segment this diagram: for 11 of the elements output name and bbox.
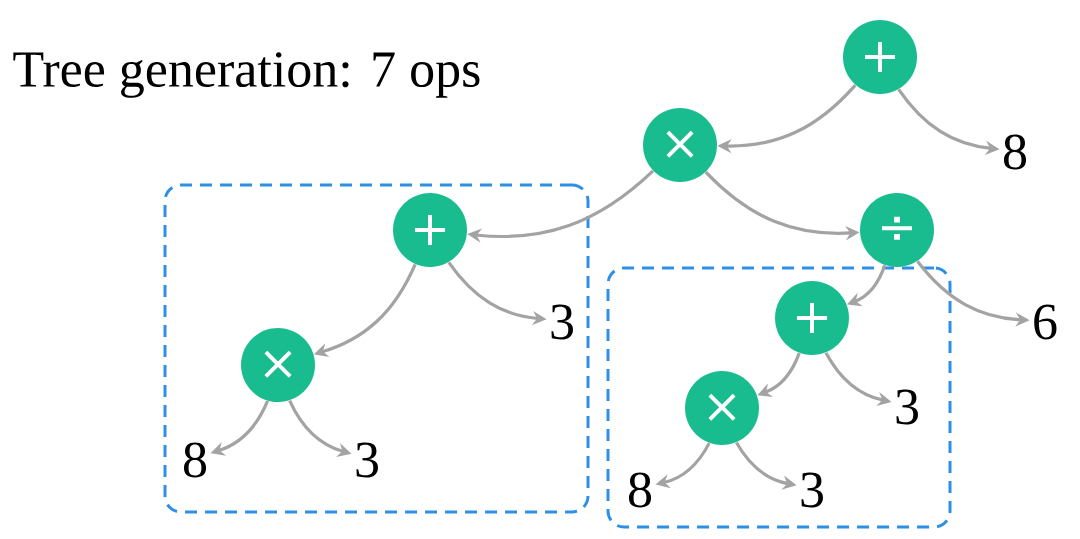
- leaf-number: 3: [551, 304, 573, 340]
- subtree-box: [163, 183, 590, 514]
- leaf-number: 8: [184, 442, 207, 478]
- leaf-number: 8: [629, 472, 652, 508]
- leaf-number: 3: [896, 389, 918, 425]
- subtree-box: [606, 266, 952, 529]
- leaf-number: 3: [356, 442, 378, 478]
- leaf-number: 6: [1034, 304, 1057, 340]
- title: Tree generation: 7 ops: [13, 52, 480, 98]
- leaf-number: 3: [801, 472, 823, 508]
- leaf-number: 8: [1004, 134, 1027, 170]
